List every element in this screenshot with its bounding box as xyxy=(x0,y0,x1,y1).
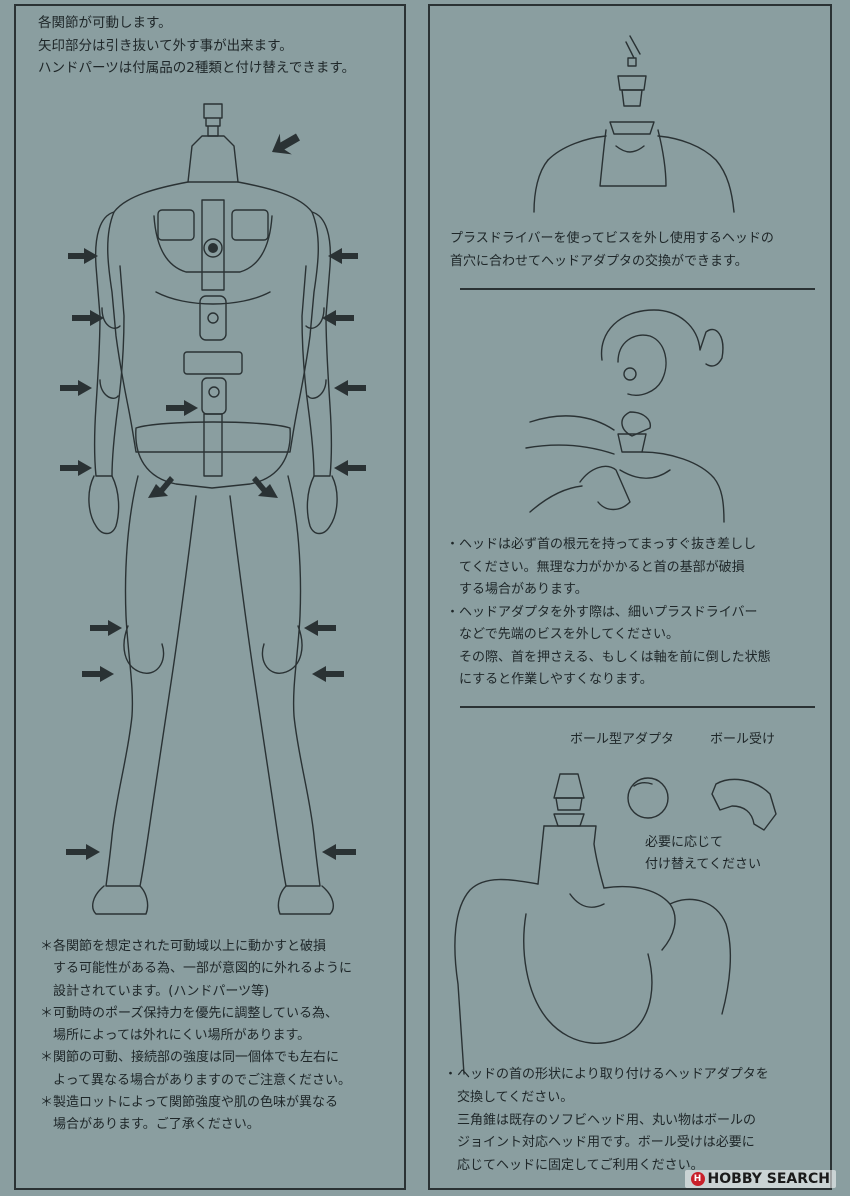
arrow-icon xyxy=(82,666,114,682)
head-handling-text: ・ヘッドは必ず首の根元を持ってまっすぐ抜き差しし てください。無理な力がかかると… xyxy=(446,534,771,692)
neck-screwdriver-diagram xyxy=(533,35,735,213)
arrow-icon xyxy=(72,310,104,326)
leg-left xyxy=(105,475,197,887)
text-line: 三角錐は既存のソフビヘッド用、丸い物はボールの xyxy=(444,1112,757,1128)
neck-adapter-text: プラスドライバーを使ってビスを外し使用するヘッドの 首穴に合わせてヘッドアダプタ… xyxy=(450,228,774,273)
text-line: 首穴に合わせてヘッドアダプタの交換ができます。 xyxy=(450,253,748,269)
ball-adapter-label: ボール型アダプタ xyxy=(570,732,675,747)
cone-adapter xyxy=(553,773,585,799)
text-line: にすると作業しやすくなります。 xyxy=(446,672,653,687)
caution-notes: ＊各関節を想定された可動域以上に動かすと破損 する可能性がある為、一部が意図的に… xyxy=(40,936,352,1137)
text-line: プラスドライバーを使ってビスを外し使用するヘッドの xyxy=(450,231,774,246)
arrow-icon xyxy=(60,460,92,476)
neck xyxy=(187,135,239,183)
text-line: ・ヘッドの首の形状により取り付けるヘッドアダプタを xyxy=(444,1067,769,1082)
arrow-icon xyxy=(322,310,354,326)
note-line: ＊関節の可動、接続部の強度は同一個体でも左右に xyxy=(40,1050,340,1066)
text-line: 必要に応じて xyxy=(645,835,724,850)
arrow-icon xyxy=(90,620,122,636)
head-removal-diagram xyxy=(525,309,725,523)
intro-text: 各関節が可動します。 矢印部分は引き抜いて外す事が出来ます。 ハンドパーツは付属… xyxy=(38,12,355,80)
text-line: ジョイント対応ヘッド用です。ボール受けは必要に xyxy=(444,1135,755,1151)
torso-bust xyxy=(543,825,605,889)
arrow-icon xyxy=(166,400,198,416)
note-line: よって異なる場合がありますのでご注意ください。 xyxy=(40,1072,351,1088)
arrow-icon xyxy=(322,844,356,860)
arrow-icon xyxy=(272,133,300,155)
watermark-text: HOBBY SEARCH xyxy=(707,1171,830,1187)
text-line: 交換してください。 xyxy=(444,1089,574,1105)
arrow-icon xyxy=(328,248,358,264)
ball-socket-label: ボール受け xyxy=(710,732,776,747)
note-line: する可能性がある為、一部が意図的に外れるように xyxy=(40,961,353,977)
intro-line: 矢印部分は引き抜いて外す事が出来ます。 xyxy=(38,37,293,54)
adapter-parts-diagram xyxy=(454,773,777,1075)
intro-line: 各関節が可動します。 xyxy=(38,15,172,31)
arrow-icon xyxy=(252,476,278,498)
leg-right xyxy=(229,475,321,887)
arrow-icon xyxy=(68,248,98,264)
arm-left xyxy=(93,211,125,477)
replace-note: 必要に応じて 付け替えてください xyxy=(645,832,761,876)
arrow-icon xyxy=(304,620,336,636)
note-line: ＊各関節を想定された可動域以上に動かすと破損 xyxy=(40,939,327,954)
section-divider xyxy=(460,706,815,708)
text-line: する場合があります。 xyxy=(446,582,588,597)
text-line: てください。無理な力がかかると首の基部が破損 xyxy=(446,559,745,575)
right-panel: プラスドライバーを使ってビスを外し使用するヘッドの 首穴に合わせてヘッドアダプタ… xyxy=(428,4,832,1190)
section-divider xyxy=(460,288,815,290)
note-line: 設計されています。(ハンドパーツ等) xyxy=(40,983,270,999)
arrow-icon xyxy=(66,844,100,860)
arrow-icon xyxy=(60,380,92,396)
arrow-icon xyxy=(334,460,366,476)
arrow-icon xyxy=(312,666,344,682)
text-line: その際、首を押さえる、もしくは軸を前に倒した状態 xyxy=(446,649,771,665)
adapter-instructions: ・ヘッドの首の形状により取り付けるヘッドアダプタを 交換してください。 三角錐は… xyxy=(444,1064,769,1178)
intro-line: ハンドパーツは付属品の2種類と付け替えできます。 xyxy=(38,60,356,76)
arm-right xyxy=(301,211,333,477)
text-line: 付け替えてください xyxy=(645,857,761,872)
left-panel: 各関節が可動します。 矢印部分は引き抜いて外す事が出来ます。 ハンドパーツは付属… xyxy=(14,4,406,1190)
note-line: 場所によっては外れにくい場所があります。 xyxy=(40,1028,311,1044)
note-line: 場合があります。ご了承ください。 xyxy=(40,1117,260,1133)
body-figure-diagram xyxy=(60,103,366,915)
arrow-icon xyxy=(148,476,174,498)
torso-outline xyxy=(107,181,319,453)
text-line: ・ヘッドは必ず首の根元を持ってまっすぐ抜き差しし xyxy=(446,537,757,552)
text-line: 応じてヘッドに固定してご利用ください。 xyxy=(444,1158,704,1174)
arrow-icon xyxy=(334,380,366,396)
head-peg xyxy=(203,103,223,137)
note-line: ＊製造ロットによって関節強度や肌の色味が異なる xyxy=(40,1095,338,1111)
ball-adapter xyxy=(627,777,669,819)
text-line: などで先端のビスを外してください。 xyxy=(446,627,679,642)
pelvis xyxy=(135,421,291,489)
hobby-search-logo-icon: H xyxy=(690,1172,705,1186)
text-line: ・ヘッドアダプタを外す際は、細いプラスドライバー xyxy=(446,604,758,620)
ball-socket xyxy=(711,778,777,831)
note-line: ＊可動時のポーズ保持力を優先に調整している為、 xyxy=(40,1005,338,1021)
